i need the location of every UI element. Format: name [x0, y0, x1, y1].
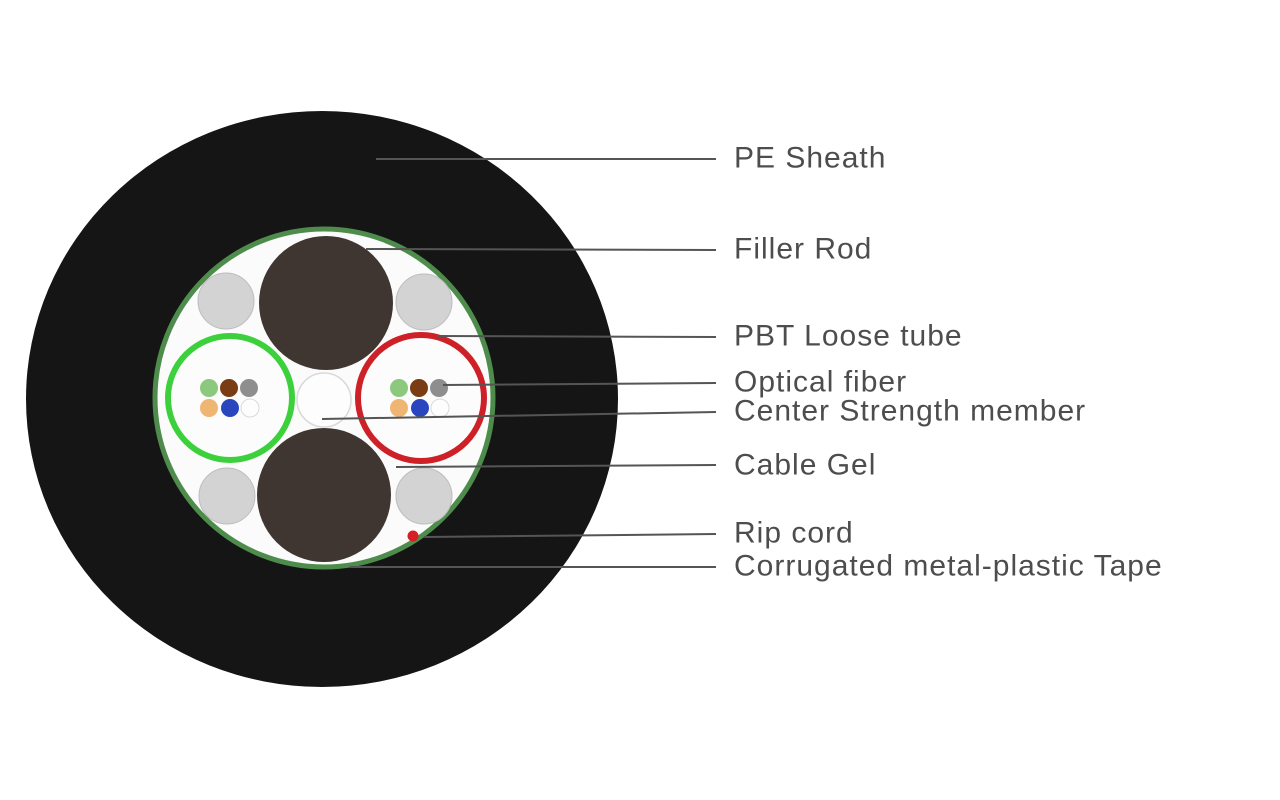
- optical-fiber-dot: [221, 399, 239, 417]
- pbt-filler-tube-circle: [395, 467, 453, 525]
- optical-fiber-dot: [220, 379, 238, 397]
- leader-line-cable-gel: [395, 464, 717, 468]
- pbt-filler-tube-circle: [395, 273, 453, 331]
- filler-rod-circle: [259, 236, 393, 370]
- pbt-filler-tube-circle: [197, 272, 255, 330]
- rip-cord-dot: [407, 530, 419, 542]
- leader-line-center-strength-member: [321, 411, 717, 420]
- filler-rod-circle: [257, 428, 391, 562]
- loose-tube-green-ring: [165, 333, 295, 463]
- center-strength-circle: [296, 372, 352, 428]
- label-pe-sheath: PE Sheath: [734, 141, 887, 175]
- label-corrugated-tape: Corrugated metal-plastic Tape: [734, 549, 1163, 583]
- leader-line-pbt-loose-tube: [436, 335, 717, 338]
- optical-fiber-dot: [200, 399, 218, 417]
- leader-line-rip-cord: [423, 533, 717, 538]
- label-filler-rod: Filler Rod: [734, 232, 873, 266]
- leader-line-filler-rod: [365, 248, 717, 251]
- pbt-filler-tube-circle: [198, 467, 256, 525]
- optical-fiber-dot: [390, 379, 408, 397]
- optical-fiber-dot: [430, 398, 450, 418]
- optical-fiber-dot: [411, 399, 429, 417]
- optical-fiber-dot: [430, 379, 448, 397]
- loose-tube-red-ring: [355, 332, 487, 464]
- optical-fiber-dot: [240, 379, 258, 397]
- optical-fiber-dot: [410, 379, 428, 397]
- label-cable-gel: Cable Gel: [734, 448, 877, 482]
- optical-fiber-dot: [240, 398, 260, 418]
- label-pbt-loose-tube: PBT Loose tube: [734, 319, 963, 353]
- optical-fiber-dot: [200, 379, 218, 397]
- label-center-strength: Center Strength member: [734, 394, 1087, 428]
- optical-fiber-dot: [390, 399, 408, 417]
- label-rip-cord: Rip cord: [734, 516, 854, 550]
- leader-line-optical-fiber: [442, 382, 717, 386]
- label-optical-fiber: Optical fiber: [734, 365, 908, 399]
